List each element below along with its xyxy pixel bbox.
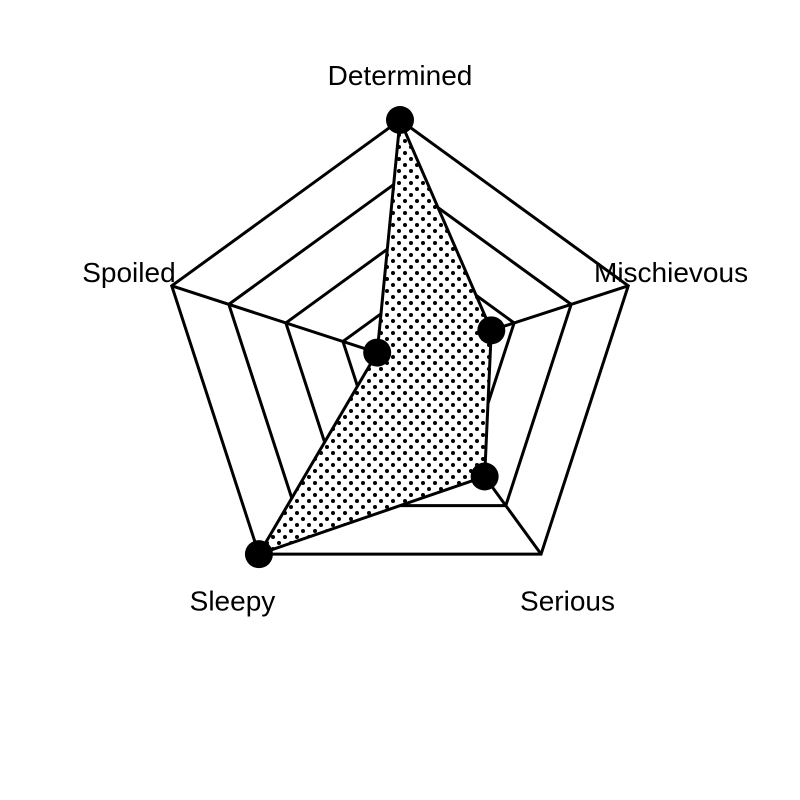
data-layer [244, 106, 506, 569]
data-point-spoiled [363, 338, 392, 367]
axis-label-mischievous: Mischievous [594, 257, 748, 288]
data-point-mischievous [477, 316, 506, 345]
data-point-determined [386, 106, 414, 134]
data-point-sleepy [244, 540, 273, 569]
data-point-serious [470, 462, 499, 491]
axis-label-determined: Determined [328, 60, 473, 91]
data-area [255, 114, 493, 557]
spoke-spoiled [171, 284, 401, 362]
axis-label-sleepy: Sleepy [190, 586, 276, 617]
axis-label-serious: Serious [520, 586, 615, 617]
grid-ring-4 [169, 118, 631, 556]
axis-label-spoiled: Spoiled [82, 257, 175, 288]
